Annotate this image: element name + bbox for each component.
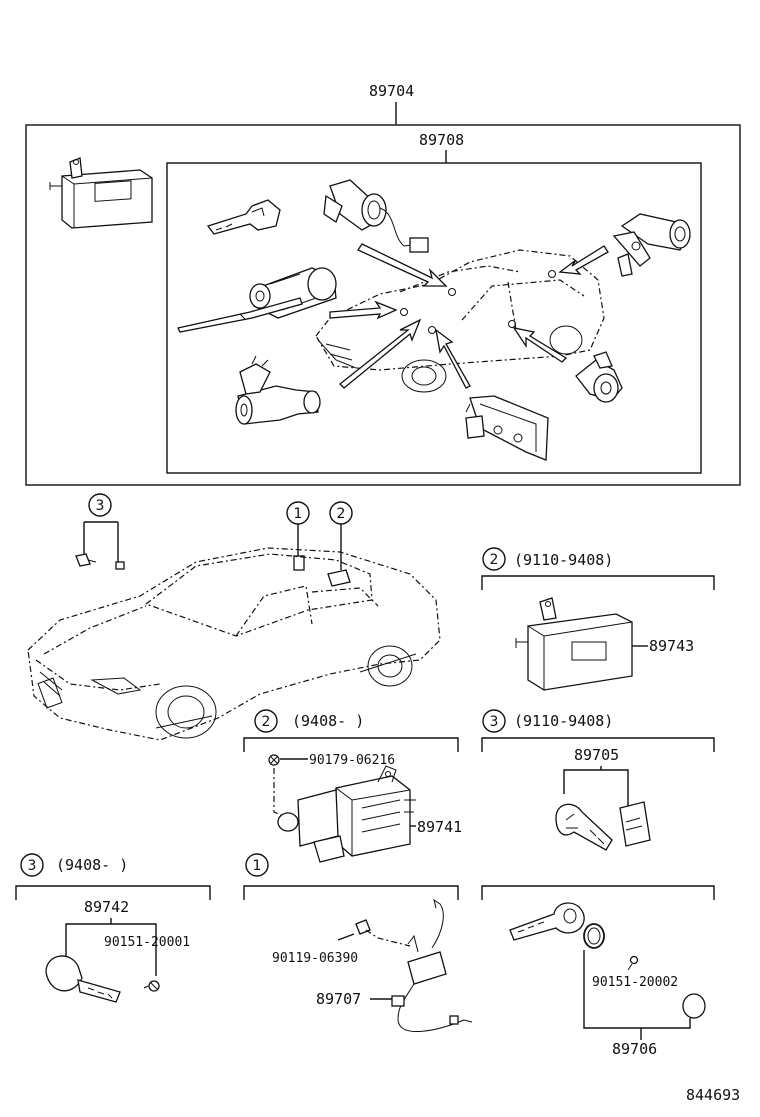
part-leader xyxy=(65,918,157,976)
section-3-late: 3 (9408- ) 89742 90151-20001 xyxy=(15,853,211,1003)
range-label: (9110-9408) xyxy=(514,712,613,730)
screw-tiny xyxy=(627,955,639,971)
sensor-with-wire xyxy=(355,898,473,1033)
bracket xyxy=(481,575,715,590)
bracket xyxy=(481,885,715,900)
security-ecu xyxy=(515,597,633,691)
key-ring xyxy=(583,923,605,949)
door-lock-cylinder-right xyxy=(612,213,691,277)
svg-text:3: 3 xyxy=(28,858,37,874)
kit-label: 89708 xyxy=(419,131,464,149)
arrows xyxy=(329,243,609,389)
car-body-outline xyxy=(27,547,441,741)
assembly-label: 89704 xyxy=(369,82,414,100)
car-overview: 3 1 2 xyxy=(27,493,441,741)
range-label: (9408- ) xyxy=(292,712,364,730)
cap-button xyxy=(682,993,706,1019)
bracket xyxy=(243,737,459,752)
key-with-transmitter-head xyxy=(45,955,121,1003)
top-assembly: 89704 89708 xyxy=(25,82,741,486)
range-label: (9110-9408) xyxy=(514,551,613,569)
screw-label: 90179-06216 xyxy=(309,753,395,768)
assembly-frame xyxy=(25,124,741,486)
key-top xyxy=(206,199,281,235)
part-leader xyxy=(583,950,691,1040)
trunk-lock-cylinder xyxy=(235,355,321,425)
door-handle-lock xyxy=(465,395,549,461)
part-leader xyxy=(563,766,629,806)
door-lock-cylinder-top xyxy=(323,179,429,253)
ecu-module-top xyxy=(49,157,153,229)
car-marker-1: 1 xyxy=(286,501,310,571)
car-marker-3: 3 xyxy=(75,493,125,570)
screw-label: 90119-06390 xyxy=(272,951,358,966)
svg-text:2: 2 xyxy=(262,714,271,730)
part-label: 89742 xyxy=(84,898,129,916)
svg-text:3: 3 xyxy=(96,498,105,514)
bracket xyxy=(481,737,715,752)
screw-small xyxy=(143,980,160,992)
key-and-transmitter xyxy=(555,801,651,851)
svg-text:3: 3 xyxy=(490,714,499,730)
bracket xyxy=(15,885,211,900)
bracket xyxy=(243,885,459,900)
svg-text:2: 2 xyxy=(337,506,346,522)
part-label: 89706 xyxy=(612,1040,657,1058)
car-marker-2: 2 xyxy=(327,501,353,587)
section-1: 1 90119-06390 89707 xyxy=(243,853,473,1033)
section-2-late: 2 (9408- ) 90179-06216 89741 xyxy=(243,709,462,863)
door-lock-cylinder-lower-right xyxy=(575,351,623,403)
part-label: 89707 xyxy=(316,990,361,1008)
section-keys: 90151-20002 89706 xyxy=(481,885,715,1058)
part-label: 89743 xyxy=(649,637,694,655)
part-label: 89741 xyxy=(417,818,462,836)
drawing-number: 844693 xyxy=(686,1086,740,1104)
svg-text:1: 1 xyxy=(253,858,262,874)
car-silhouette-top xyxy=(315,249,605,393)
ignition-lock-cylinder xyxy=(177,267,337,333)
section-3-early: 3 (9110-9408) 89705 xyxy=(481,709,715,851)
security-module-with-bracket xyxy=(277,765,416,863)
master-key xyxy=(509,902,585,941)
svg-text:2: 2 xyxy=(490,552,499,568)
range-label: (9408- ) xyxy=(56,856,128,874)
kit-frame xyxy=(166,162,702,474)
part-label: 89705 xyxy=(574,746,619,764)
screw-label: 90151-20002 xyxy=(592,975,678,990)
screw-label: 90151-20001 xyxy=(104,935,190,950)
section-2-early: 2 (9110-9408) 89743 xyxy=(481,547,715,691)
svg-text:1: 1 xyxy=(294,506,303,522)
